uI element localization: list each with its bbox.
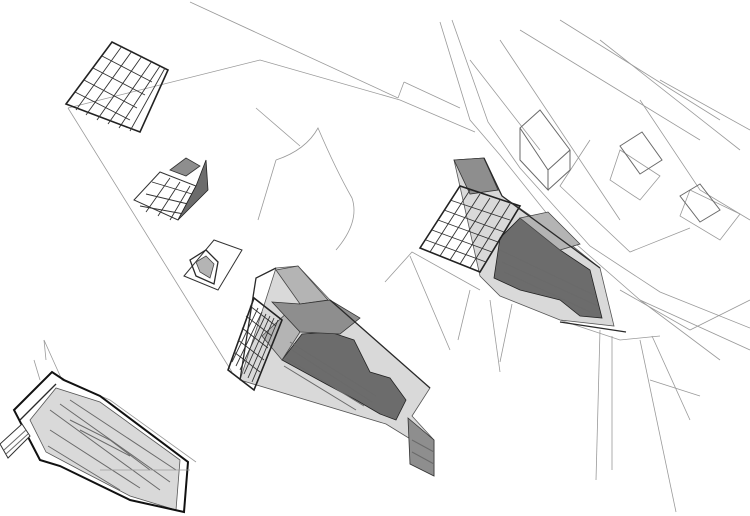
roof-grid-cols xyxy=(75,45,166,132)
frame-inner xyxy=(195,255,215,279)
street-line-d xyxy=(559,19,721,121)
context-lower-d xyxy=(489,299,501,373)
context-line-tick xyxy=(397,81,405,99)
context-lower-b xyxy=(409,255,451,351)
block-outline-b xyxy=(609,149,661,201)
right-edge-bottom xyxy=(559,321,627,333)
central-building xyxy=(227,265,435,477)
block-cap xyxy=(169,157,201,177)
plan-detail xyxy=(0,339,197,514)
right-edge-top xyxy=(483,157,601,269)
context-lower-m xyxy=(559,319,661,341)
street-line-a xyxy=(469,59,541,151)
central-tail-lines xyxy=(411,439,435,465)
plan-tick-b xyxy=(33,359,41,381)
block-box-a xyxy=(619,131,663,175)
central-facade-outline xyxy=(227,296,283,392)
roof-grid-outline xyxy=(64,40,170,134)
roof-grid-rows xyxy=(74,55,153,121)
site-context-lines xyxy=(67,1,750,513)
context-lower-a xyxy=(384,251,481,291)
central-facade-rows xyxy=(233,305,277,373)
plan-boundary-tick xyxy=(43,339,47,361)
context-lower-c xyxy=(457,289,471,341)
context-lower-h xyxy=(639,339,677,513)
plan-outline xyxy=(12,370,190,514)
road-edge-top xyxy=(255,107,301,147)
street-line-e xyxy=(599,39,741,151)
right-building xyxy=(418,157,627,333)
central-facade-cols xyxy=(231,307,279,383)
site-boundary-north xyxy=(67,59,476,133)
central-edge-right xyxy=(329,299,431,389)
plan-diagonals xyxy=(47,399,177,491)
block-top-face xyxy=(133,171,197,221)
context-lower-i xyxy=(651,335,691,421)
street-edge-outer xyxy=(439,21,750,351)
block-outline-a xyxy=(559,139,691,253)
plan-structure xyxy=(69,419,151,471)
block-box-b xyxy=(679,183,721,223)
block-grid-cols xyxy=(145,177,191,221)
frame-box xyxy=(189,249,219,285)
small-tower-side xyxy=(519,128,549,192)
context-line-upper xyxy=(189,1,399,99)
context-lower-k xyxy=(639,299,721,361)
road-edge-left xyxy=(257,159,277,221)
plan-inner-wall xyxy=(19,383,57,421)
roof-grid-panel xyxy=(64,40,170,134)
right-roof-wing xyxy=(453,157,499,195)
small-tower-edge xyxy=(547,150,571,191)
street-line-f xyxy=(659,79,750,131)
central-hatch xyxy=(283,341,377,411)
central-upper-slab xyxy=(271,299,361,335)
right-facade-cols xyxy=(429,189,511,269)
plan-stair-steps xyxy=(3,429,29,455)
context-line-short xyxy=(403,81,461,109)
street-line-c xyxy=(519,29,701,141)
plan-stair xyxy=(0,423,31,459)
street-edge-inner xyxy=(451,19,750,329)
context-lower-l xyxy=(649,379,701,397)
small-tower-top xyxy=(519,109,571,171)
floating-frame xyxy=(183,239,243,291)
context-lower-j xyxy=(619,289,750,331)
curved-road xyxy=(275,127,355,251)
context-lower-f xyxy=(595,329,601,481)
context-lower-e xyxy=(499,303,513,363)
site-boundary-west xyxy=(67,107,233,373)
block-outline-c xyxy=(679,189,741,241)
street-line-g xyxy=(639,99,750,221)
right-hatch xyxy=(499,249,599,313)
block-side-face xyxy=(177,159,209,221)
central-edge-left xyxy=(239,267,277,381)
street-line-b xyxy=(499,39,621,221)
central-tail xyxy=(407,417,435,477)
floating-block xyxy=(133,157,209,221)
